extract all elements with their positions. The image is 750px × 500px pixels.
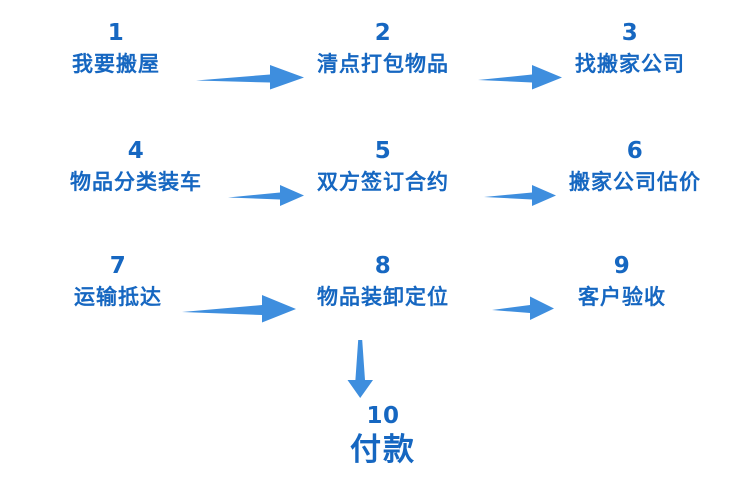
step-label: 我要搬屋 <box>72 52 160 76</box>
step-number: 3 <box>621 20 639 46</box>
arrow-2-to-3 <box>478 62 562 92</box>
arrow-8-to-9 <box>492 294 554 322</box>
arrow-4-to-5 <box>228 182 304 208</box>
step-number: 1 <box>107 20 125 46</box>
step-number: 8 <box>374 253 392 279</box>
flow-step-9: 9 客户验收 <box>562 255 682 308</box>
step-label: 物品装卸定位 <box>317 285 449 309</box>
flow-step-10: 10 付款 <box>303 405 463 466</box>
flow-step-6: 6 搬家公司估价 <box>555 140 715 193</box>
step-label: 找搬家公司 <box>575 52 685 76</box>
arrow-5-to-6 <box>484 182 556 208</box>
step-label: 付款 <box>350 432 416 468</box>
step-number: 5 <box>374 138 392 164</box>
flow-step-7: 7 运输抵达 <box>58 255 178 308</box>
step-number: 7 <box>109 253 127 279</box>
flow-step-5: 5 双方签订合约 <box>303 140 463 193</box>
step-number: 9 <box>613 253 631 279</box>
flow-step-4: 4 物品分类装车 <box>56 140 216 193</box>
step-number: 2 <box>374 20 392 46</box>
step-label: 客户验收 <box>578 285 666 309</box>
step-label: 运输抵达 <box>74 285 162 309</box>
step-number: 6 <box>626 138 644 164</box>
step-label: 物品分类装车 <box>70 170 202 194</box>
flow-step-3: 3 找搬家公司 <box>560 22 700 75</box>
arrow-8-to-10 <box>340 340 380 398</box>
flow-step-1: 1 我要搬屋 <box>58 22 174 75</box>
arrow-7-to-8 <box>182 293 296 325</box>
flow-step-2: 2 清点打包物品 <box>303 22 463 75</box>
flow-step-8: 8 物品装卸定位 <box>303 255 463 308</box>
step-label: 清点打包物品 <box>317 52 449 76</box>
arrow-1-to-2 <box>196 62 304 92</box>
step-number: 4 <box>127 138 145 164</box>
step-label: 双方签订合约 <box>317 170 449 194</box>
step-label: 搬家公司估价 <box>569 170 701 194</box>
step-number: 10 <box>366 403 400 429</box>
